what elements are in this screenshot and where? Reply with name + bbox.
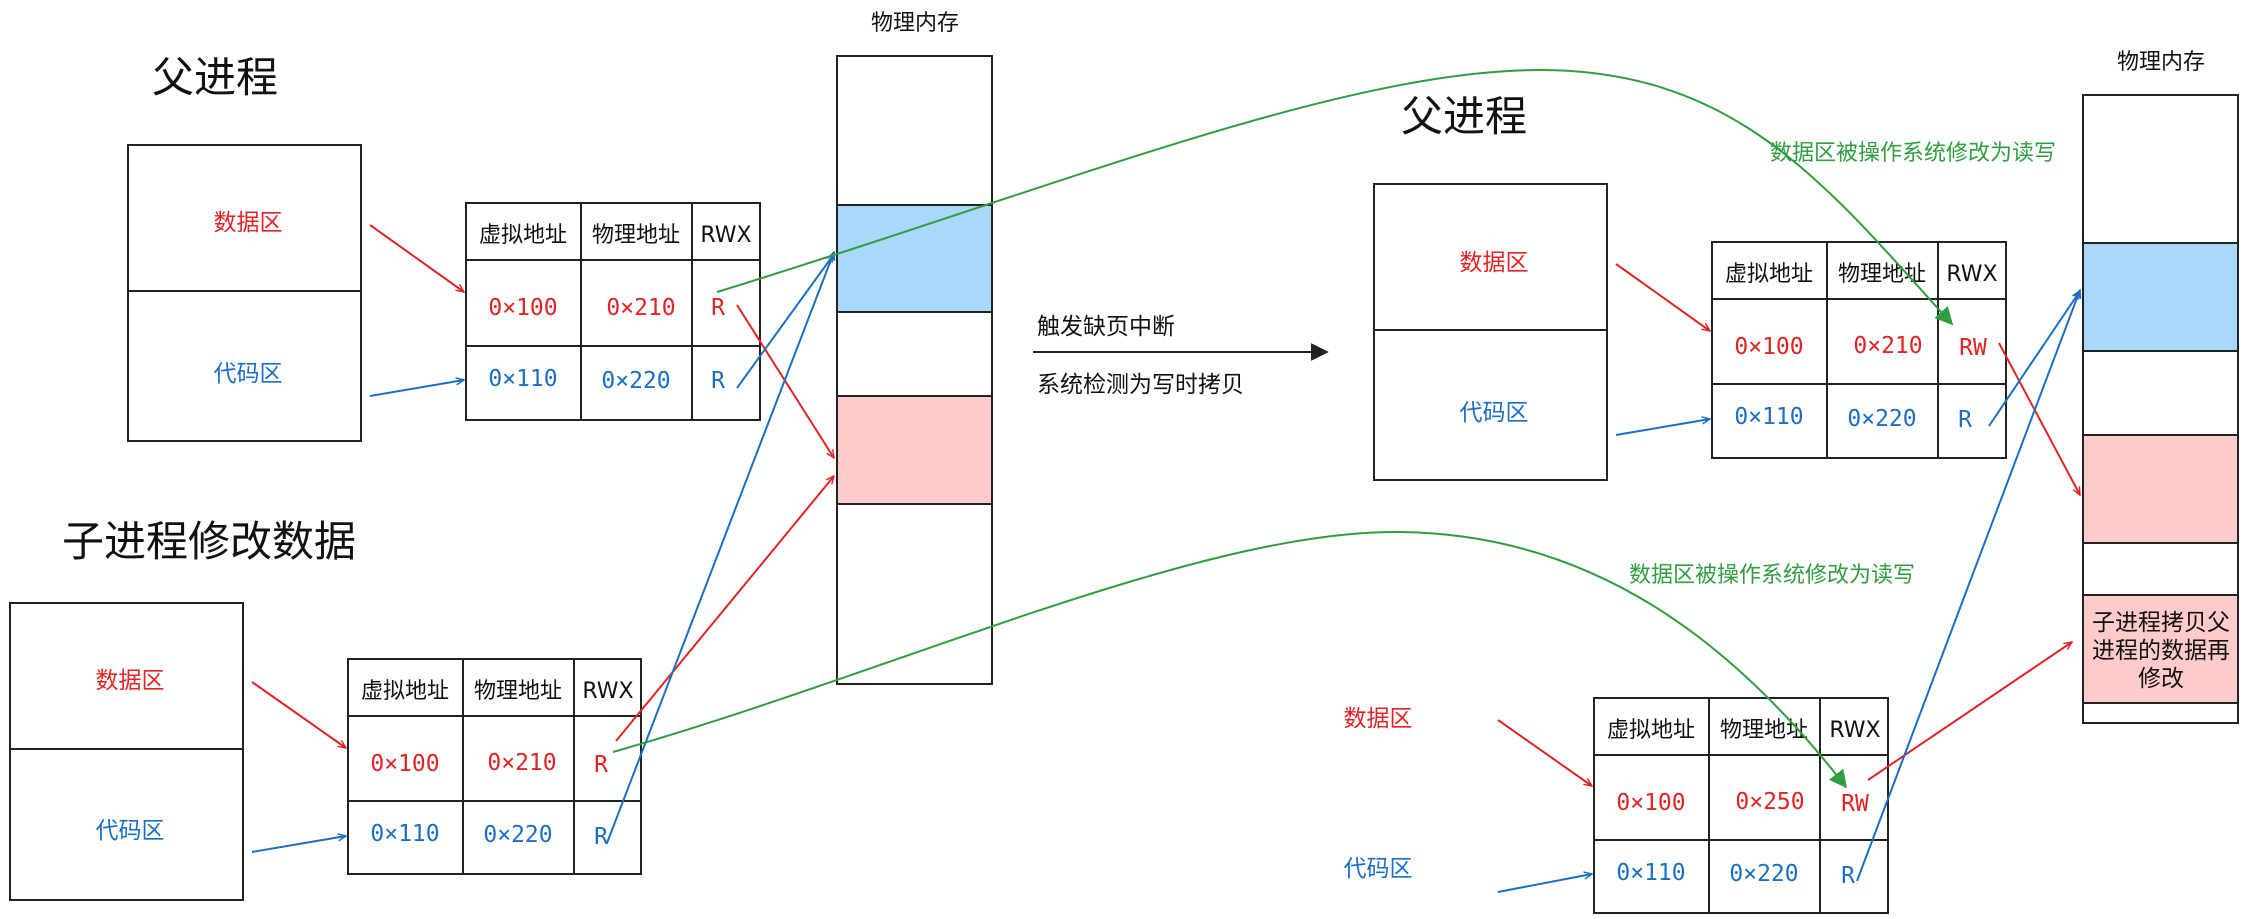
left-physical-memory bbox=[836, 55, 993, 685]
arrow-right-child-code-to-mem bbox=[1856, 290, 2080, 882]
table-cell-paddr: 0×220 bbox=[483, 822, 552, 848]
table-header-vaddr: 虚拟地址 bbox=[1725, 262, 1813, 287]
right-parent-title: 父进程 bbox=[1401, 92, 1527, 141]
table-cell-paddr: 0×210 bbox=[606, 295, 675, 321]
arrow-left-child-data-to-mem bbox=[615, 476, 834, 742]
table-cell-perm: R bbox=[594, 824, 608, 850]
table-cell-perm: R bbox=[711, 368, 725, 394]
arrow-right-parent-data-to-mem bbox=[1998, 342, 2081, 495]
copy-note-line: 修改 bbox=[2138, 666, 2184, 692]
left-child-title: 子进程修改数据 bbox=[62, 517, 356, 566]
arrow-right-parent-code bbox=[1615, 419, 1710, 436]
table-cell-paddr: 0×220 bbox=[601, 368, 670, 394]
table-cell-perm: R bbox=[711, 295, 725, 321]
arrow-left-parent-code bbox=[369, 380, 464, 397]
left-parent-data-region: 数据区 bbox=[214, 210, 283, 236]
arrow-right-parent-code-to-mem bbox=[1988, 291, 2080, 427]
table-cell-vaddr: 0×100 bbox=[1734, 334, 1803, 360]
left-parent-title: 父进程 bbox=[152, 53, 278, 102]
arrow-right-child-data bbox=[1497, 719, 1592, 786]
table-cell-perm: RW bbox=[1841, 791, 1869, 817]
right-parent-code-region: 代码区 bbox=[1460, 400, 1529, 426]
table-cell-paddr: 0×210 bbox=[487, 750, 556, 776]
left-parent-process-box: 数据区 代码区 bbox=[127, 144, 362, 442]
table-header-vaddr: 虚拟地址 bbox=[479, 223, 567, 248]
arrow-left-child-data bbox=[251, 681, 346, 748]
right-physical-memory: 子进程拷贝父 进程的数据再 修改 bbox=[2082, 94, 2239, 724]
arrow-left-child-code-to-mem bbox=[606, 252, 834, 844]
table-cell-perm: R bbox=[594, 752, 608, 778]
copy-note-line: 进程的数据再 bbox=[2092, 638, 2230, 664]
arrow-left-child-code bbox=[251, 836, 346, 853]
left-parent-code-region: 代码区 bbox=[214, 361, 283, 387]
table-cell-paddr: 0×220 bbox=[1729, 861, 1798, 887]
memory-page-code bbox=[836, 204, 993, 313]
right-child-data-region: 数据区 bbox=[1344, 706, 1413, 732]
left-child-data-region: 数据区 bbox=[96, 668, 165, 694]
table-cell-vaddr: 0×100 bbox=[488, 295, 557, 321]
arrow-right-child-code bbox=[1497, 874, 1592, 893]
arrow-right-child-data-to-copy bbox=[1867, 642, 2072, 781]
table-cell-perm: RW bbox=[1959, 335, 1987, 361]
arrow-left-parent-code-to-mem bbox=[736, 254, 834, 389]
table-cell-perm: R bbox=[1841, 863, 1855, 889]
table-cell-vaddr: 0×100 bbox=[1616, 790, 1685, 816]
table-header-rwx: RWX bbox=[582, 679, 633, 704]
right-parent-data-region: 数据区 bbox=[1460, 250, 1529, 276]
right-parent-process-box: 数据区 代码区 bbox=[1373, 183, 1608, 481]
note-parent-rw: 数据区被操作系统修改为读写 bbox=[1770, 141, 2056, 166]
table-cell-perm: R bbox=[1958, 407, 1972, 433]
memory-page-data bbox=[836, 395, 993, 505]
table-cell-paddr: 0×220 bbox=[1847, 406, 1916, 432]
left-child-process-box: 数据区 代码区 bbox=[9, 602, 244, 901]
table-header-rwx: RWX bbox=[700, 223, 751, 248]
table-cell-vaddr: 0×110 bbox=[1616, 860, 1685, 886]
table-header-paddr: 物理地址 bbox=[592, 223, 680, 248]
right-child-code-region: 代码区 bbox=[1344, 856, 1413, 882]
arrow-left-parent-data-to-mem bbox=[736, 304, 834, 458]
left-child-page-table: 虚拟地址 物理地址 RWX 0×100 0×210 R 0×110 0×220 … bbox=[347, 658, 642, 875]
right-memory-label: 物理内存 bbox=[2117, 50, 2205, 75]
left-memory-label: 物理内存 bbox=[871, 11, 959, 36]
table-header-rwx: RWX bbox=[1829, 718, 1880, 743]
right-child-region-labels: 数据区 代码区 bbox=[1344, 706, 1413, 882]
memory-page-data bbox=[2082, 434, 2239, 544]
table-cell-vaddr: 0×110 bbox=[488, 366, 557, 392]
table-header-paddr: 物理地址 bbox=[1838, 262, 1926, 287]
table-cell-vaddr: 0×110 bbox=[1734, 404, 1803, 430]
table-header-vaddr: 虚拟地址 bbox=[1607, 718, 1695, 743]
left-parent-page-table: 虚拟地址 物理地址 RWX 0×100 0×210 R 0×110 0×220 … bbox=[465, 202, 761, 421]
table-header-paddr: 物理地址 bbox=[474, 679, 562, 704]
table-cell-vaddr: 0×110 bbox=[370, 821, 439, 847]
note-child-rw: 数据区被操作系统修改为读写 bbox=[1629, 563, 1915, 588]
copy-note-line: 子进程拷贝父 bbox=[2092, 610, 2230, 636]
left-child-code-region: 代码区 bbox=[96, 818, 165, 844]
table-cell-paddr: 0×210 bbox=[1853, 333, 1922, 359]
table-cell-paddr: 0×250 bbox=[1735, 789, 1804, 815]
memory-page-child-copy bbox=[2082, 594, 2239, 704]
arrow-left-parent-data bbox=[369, 224, 464, 292]
detect-label: 系统检测为写时拷贝 bbox=[1037, 372, 1244, 398]
table-header-rwx: RWX bbox=[1946, 262, 1997, 287]
trigger-label: 触发缺页中断 bbox=[1037, 314, 1175, 340]
right-child-page-table: 虚拟地址 物理地址 RWX 0×100 0×250 RW 0×110 0×220… bbox=[1593, 697, 1889, 914]
table-header-vaddr: 虚拟地址 bbox=[361, 679, 449, 704]
right-parent-page-table: 虚拟地址 物理地址 RWX 0×100 0×210 RW 0×110 0×220… bbox=[1711, 241, 2007, 459]
green-curve-parent bbox=[716, 68, 1954, 326]
table-cell-vaddr: 0×100 bbox=[370, 751, 439, 777]
arrow-right-parent-data bbox=[1615, 263, 1710, 331]
memory-page-code bbox=[2082, 242, 2239, 352]
table-header-paddr: 物理地址 bbox=[1720, 718, 1808, 743]
green-curve-child bbox=[612, 530, 1848, 789]
